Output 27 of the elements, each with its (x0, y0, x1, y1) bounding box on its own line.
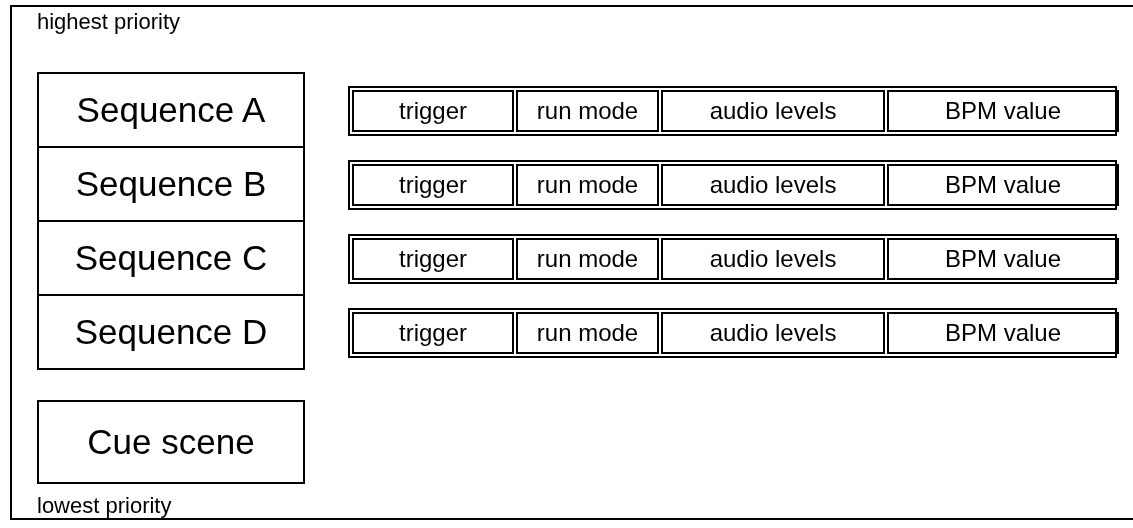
table-cell: run mode (516, 90, 659, 132)
table-cell: run mode (516, 238, 659, 280)
priority-note: lowest priority (37, 493, 172, 519)
sequence-box: Sequence A (37, 72, 305, 148)
cue-scene-box: Cue scene (37, 400, 305, 484)
table-cell: trigger (352, 90, 514, 132)
table-cell: BPM value (887, 90, 1119, 132)
table-cell: trigger (352, 312, 514, 354)
table-cell: run mode (516, 312, 659, 354)
table-cell: BPM value (887, 312, 1119, 354)
table-cell: audio levels (661, 164, 885, 206)
sequence-box: Sequence B (37, 146, 305, 222)
table-cell: audio levels (661, 238, 885, 280)
priority-note: highest priority (37, 9, 181, 35)
table-cell: audio levels (661, 90, 885, 132)
table-cell: BPM value (887, 238, 1119, 280)
table-cell: trigger (352, 238, 514, 280)
table-row (348, 86, 1117, 136)
table-row (348, 308, 1117, 358)
sequence-box: Sequence D (37, 294, 305, 370)
table-cell: BPM value (887, 164, 1119, 206)
sequence-box: Sequence C (37, 220, 305, 296)
table-cell: audio levels (661, 312, 885, 354)
table-row (348, 160, 1117, 210)
table-cell: trigger (352, 164, 514, 206)
table-cell: run mode (516, 164, 659, 206)
table-row (348, 234, 1117, 284)
